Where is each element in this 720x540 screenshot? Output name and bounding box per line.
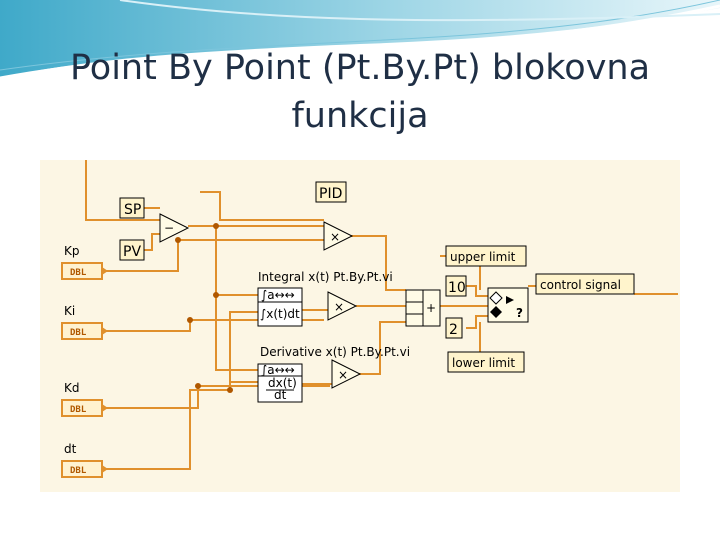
wire-pid-to-mult: [200, 191, 324, 221]
integral-subvi-label: Integral x(t) Pt.By.Pt.vi: [258, 270, 393, 284]
derivative-subvi-denominator: dt: [274, 388, 287, 402]
range-diamond-icon: [489, 291, 503, 305]
upper-limit-label: upper limit: [450, 250, 516, 264]
in-range-coerce-node[interactable]: ?: [487, 287, 529, 323]
compound-add-node[interactable]: +: [405, 289, 441, 327]
pid-block-diagram: SP PV PID Kp DBL Ki DBL Kd DBL dt DBL −: [61, 160, 678, 478]
wire-pv: [144, 233, 160, 251]
pid-label: PID: [319, 186, 342, 202]
input-kp-label: Kp: [64, 244, 80, 258]
subtract-icon: −: [164, 221, 174, 235]
integral-subvi[interactable]: Integral x(t) Pt.By.Pt.vi ∫a↔↔ ∫x(t)dt: [257, 270, 393, 327]
wire-p-to-add: [340, 235, 406, 291]
input-ki-type: DBL: [70, 328, 87, 338]
derivative-subvi[interactable]: Derivative x(t) Pt.By.Pt.vi ∫a↔↔ dx(t) d…: [257, 345, 410, 403]
pv-control[interactable]: PV: [119, 239, 145, 261]
lower-limit-value: 2: [449, 322, 458, 338]
add-icon: +: [426, 301, 436, 315]
pv-label: PV: [123, 244, 141, 260]
wire-ki: [106, 319, 324, 332]
wire-junctions: [175, 223, 233, 393]
subtract-node[interactable]: −: [159, 213, 190, 243]
control-signal-label: control signal: [540, 278, 621, 292]
multiply-icon: ×: [334, 300, 344, 314]
wire-error-to-derivative: [215, 295, 258, 371]
input-ki[interactable]: Ki DBL: [61, 304, 108, 340]
integral-icon: ∫a↔↔: [261, 288, 295, 302]
slide-title-line-2: funkcija: [291, 96, 429, 136]
multiply-node-p[interactable]: ×: [323, 221, 354, 251]
input-dt[interactable]: dt DBL: [61, 442, 108, 478]
upper-limit-constant[interactable]: 10: [445, 275, 467, 297]
input-kd[interactable]: Kd DBL: [61, 381, 108, 417]
wire-kp: [106, 239, 324, 272]
derivative-subvi-numerator: dx(t): [268, 376, 297, 390]
wire-dt-integral: [106, 311, 258, 470]
diagram-background: [40, 160, 680, 492]
multiply-icon: ×: [330, 230, 340, 244]
multiply-node-i[interactable]: ×: [327, 291, 358, 321]
wire-lower: [466, 315, 488, 329]
header-wave-decoration: [0, 0, 720, 80]
wire-top-feed: [85, 160, 160, 221]
derivative-subvi-label: Derivative x(t) Pt.By.Pt.vi: [260, 345, 410, 359]
question-icon: ?: [516, 306, 523, 320]
lower-limit-label: lower limit: [452, 356, 515, 370]
lower-limit-constant[interactable]: 2: [445, 317, 463, 339]
input-ki-label: Ki: [64, 304, 75, 318]
upper-limit-indicator[interactable]: upper limit: [445, 245, 527, 267]
pid-control[interactable]: PID: [315, 181, 347, 203]
sp-control[interactable]: SP: [119, 197, 145, 219]
integral-subvi-body: ∫x(t)dt: [260, 307, 300, 321]
wires: [85, 160, 678, 470]
slide-title: Point By Point (Pt.By.Pt) blokovna funkc…: [20, 44, 700, 140]
wire-d-to-add: [358, 321, 406, 375]
wire-error-to-integral: [215, 226, 258, 296]
input-kd-type: DBL: [70, 405, 87, 415]
lower-limit-indicator[interactable]: lower limit: [447, 351, 525, 373]
coerce-diamond-icon: [490, 306, 502, 318]
arrow-right-icon: [506, 296, 514, 304]
input-kp[interactable]: Kp DBL: [61, 244, 108, 280]
upper-limit-value: 10: [448, 280, 466, 296]
control-signal-indicator[interactable]: control signal: [535, 273, 635, 295]
sp-label: SP: [124, 202, 141, 218]
input-kd-label: Kd: [64, 381, 80, 395]
wire-upper: [466, 285, 488, 297]
multiply-icon: ×: [338, 368, 348, 382]
input-kp-type: DBL: [70, 268, 87, 278]
slide-title-line-1: Point By Point (Pt.By.Pt) blokovna: [69, 48, 651, 88]
input-dt-label: dt: [64, 442, 77, 456]
multiply-node-d[interactable]: ×: [331, 359, 362, 389]
input-dt-type: DBL: [70, 466, 87, 476]
derivative-icon: ∫a↔↔: [261, 363, 295, 377]
